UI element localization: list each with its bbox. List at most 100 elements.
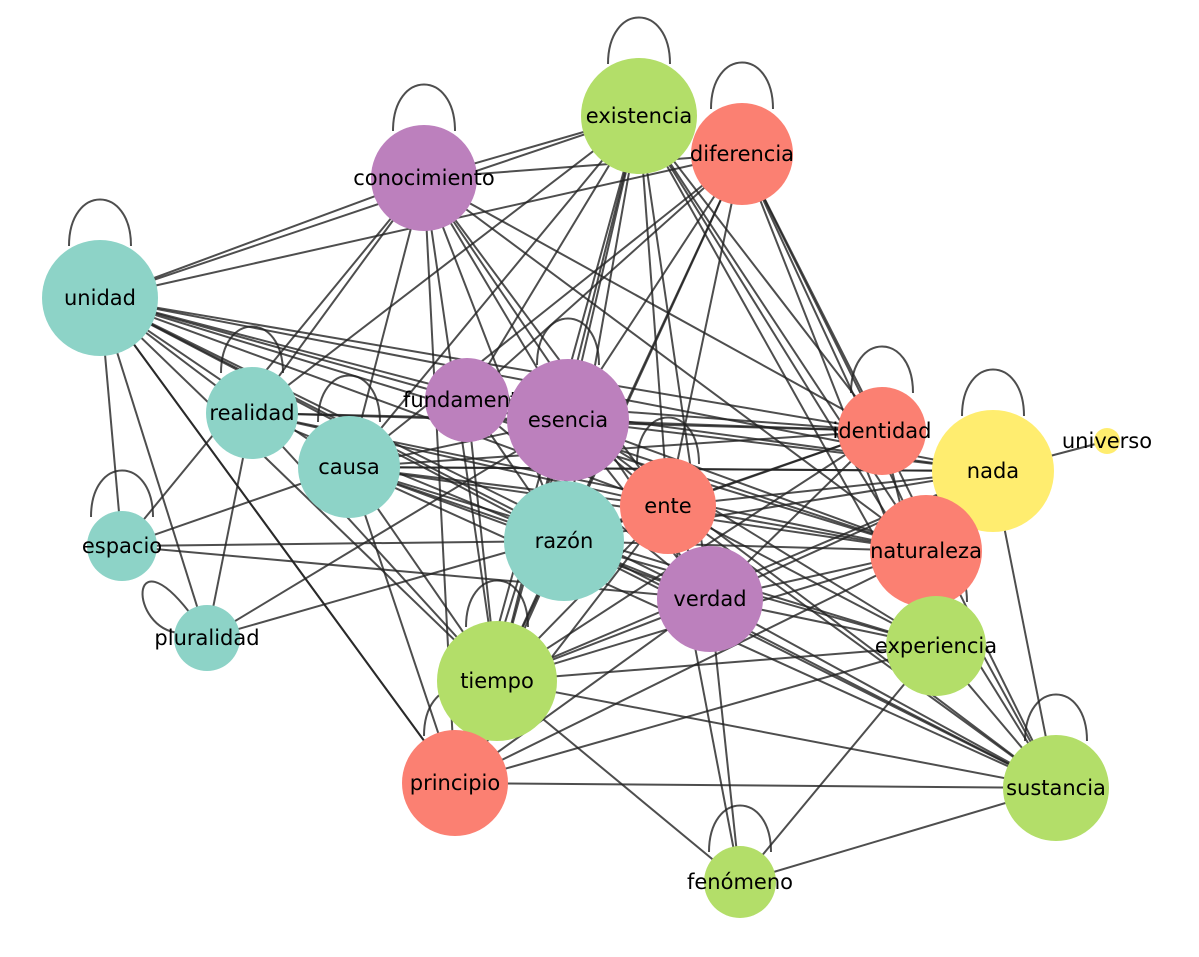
node-label-conocimiento: conocimiento <box>353 166 495 190</box>
node-circle-fundamento <box>425 358 509 442</box>
node-circle-ente <box>620 458 716 554</box>
node-circle-esencia <box>507 359 629 481</box>
node-label-principio: principio <box>410 771 501 795</box>
node-circle-conocimiento <box>371 125 477 231</box>
edge-diferencia-causa <box>348 153 743 468</box>
edge-razon-naturaleza <box>563 540 927 552</box>
node-label-experiencia: experiencia <box>875 634 997 658</box>
node-causa: causa <box>298 416 400 518</box>
node-conocimiento: conocimiento <box>353 125 495 231</box>
node-circle-causa <box>298 416 400 518</box>
self-loop-esencia <box>536 317 600 366</box>
self-loop-causa <box>317 374 381 423</box>
edge-pluralidad-esencia <box>206 419 569 639</box>
edge-unidad-identidad <box>99 297 883 432</box>
edge-experiencia-principio <box>454 645 937 784</box>
edge-espacio-razon <box>121 540 565 547</box>
node-circle-sustancia <box>1003 735 1109 841</box>
node-circle-principio <box>402 730 508 836</box>
node-label-causa: causa <box>318 455 380 479</box>
self-loop-nada <box>961 368 1025 417</box>
node-realidad: realidad <box>206 367 298 459</box>
node-label-sustancia: sustancia <box>1006 776 1106 800</box>
node-label-verdad: verdad <box>673 587 746 611</box>
node-label-universo: universo <box>1062 429 1152 453</box>
node-universo: universo <box>1062 428 1152 454</box>
node-circle-identidad <box>838 387 926 475</box>
node-circle-tiempo <box>437 621 557 741</box>
edge-unidad-pluralidad <box>99 297 208 639</box>
edge-existencia-ente <box>638 115 669 507</box>
node-label-realidad: realidad <box>209 401 294 425</box>
edge-principio-sustancia <box>454 782 1057 789</box>
node-label-espacio: espacio <box>82 534 162 558</box>
node-circle-fenomeno <box>704 846 776 918</box>
edge-existencia-causa <box>348 115 640 468</box>
node-experiencia: experiencia <box>875 596 997 696</box>
node-circle-verdad <box>657 546 763 652</box>
node-identidad: identidad <box>833 387 932 475</box>
edge-experiencia-fenomeno <box>739 645 937 883</box>
edge-causa-principio <box>348 466 456 784</box>
edge-existencia-naturaleza <box>638 115 927 552</box>
edge-sustancia-fenomeno <box>739 787 1057 883</box>
node-unidad: unidad <box>42 240 158 356</box>
edge-conocimiento-naturaleza <box>423 177 927 552</box>
self-loop-diferencia <box>710 61 774 110</box>
self-loop-espacio <box>90 469 154 518</box>
node-circle-razon <box>504 481 624 601</box>
node-existencia: existencia <box>581 58 697 174</box>
node-esencia: esencia <box>507 359 629 481</box>
edge-unidad-tiempo <box>99 297 498 682</box>
edge-experiencia-tiempo <box>496 645 937 682</box>
node-label-diferencia: diferencia <box>690 142 794 166</box>
self-loop-pluralidad <box>141 580 190 634</box>
edge-esencia-experiencia <box>567 419 937 647</box>
node-circle-unidad <box>42 240 158 356</box>
node-label-identidad: identidad <box>833 419 932 443</box>
node-circle-espacio <box>87 511 157 581</box>
node-label-ente: ente <box>644 494 691 518</box>
edge-tiempo-sustancia <box>496 680 1057 789</box>
edge-esencia-nada <box>567 419 994 472</box>
node-circle-experiencia <box>886 596 986 696</box>
node-circle-universo <box>1094 428 1120 454</box>
node-sustancia: sustancia <box>1003 735 1109 841</box>
edge-verdad-sustancia <box>709 598 1057 789</box>
edge-diferencia-ente <box>667 153 743 507</box>
node-diferencia: diferencia <box>690 103 794 205</box>
node-naturaleza: naturaleza <box>870 495 982 607</box>
edge-conocimiento-ente <box>423 177 669 507</box>
edge-razon-sustancia <box>563 540 1057 789</box>
edge-conocimiento-identidad <box>423 177 883 432</box>
edge-causa-ente <box>348 466 669 507</box>
node-label-tiempo: tiempo <box>460 669 534 693</box>
edge-diferencia-conocimiento <box>423 153 743 179</box>
edge-causa-experiencia <box>348 466 937 647</box>
node-circle-existencia <box>581 58 697 174</box>
node-circle-diferencia <box>691 103 793 205</box>
node-ente: ente <box>620 458 716 554</box>
edge-principio-unidad <box>99 297 456 784</box>
node-circle-realidad <box>206 367 298 459</box>
node-label-esencia: esencia <box>528 408 608 432</box>
node-circle-nada <box>932 410 1054 532</box>
edge-existencia-unidad <box>99 115 640 299</box>
node-label-naturaleza: naturaleza <box>870 539 982 563</box>
node-principio: principio <box>402 730 508 836</box>
edge-ente-experiencia <box>667 505 937 647</box>
node-circle-pluralidad <box>174 605 240 671</box>
node-label-pluralidad: pluralidad <box>154 626 259 650</box>
edge-conocimiento-razon <box>423 177 565 542</box>
edge-realidad-tiempo <box>251 412 498 682</box>
node-tiempo: tiempo <box>437 621 557 741</box>
node-verdad: verdad <box>657 546 763 652</box>
edge-unidad-fundamento <box>99 297 468 401</box>
node-nada: nada <box>932 410 1054 532</box>
node-fenomeno: fenómeno <box>687 846 793 918</box>
self-loop-existencia <box>607 16 671 65</box>
node-razon: razón <box>504 481 624 601</box>
node-label-fenomeno: fenómeno <box>687 870 793 894</box>
self-loop-fenomeno <box>708 804 772 853</box>
